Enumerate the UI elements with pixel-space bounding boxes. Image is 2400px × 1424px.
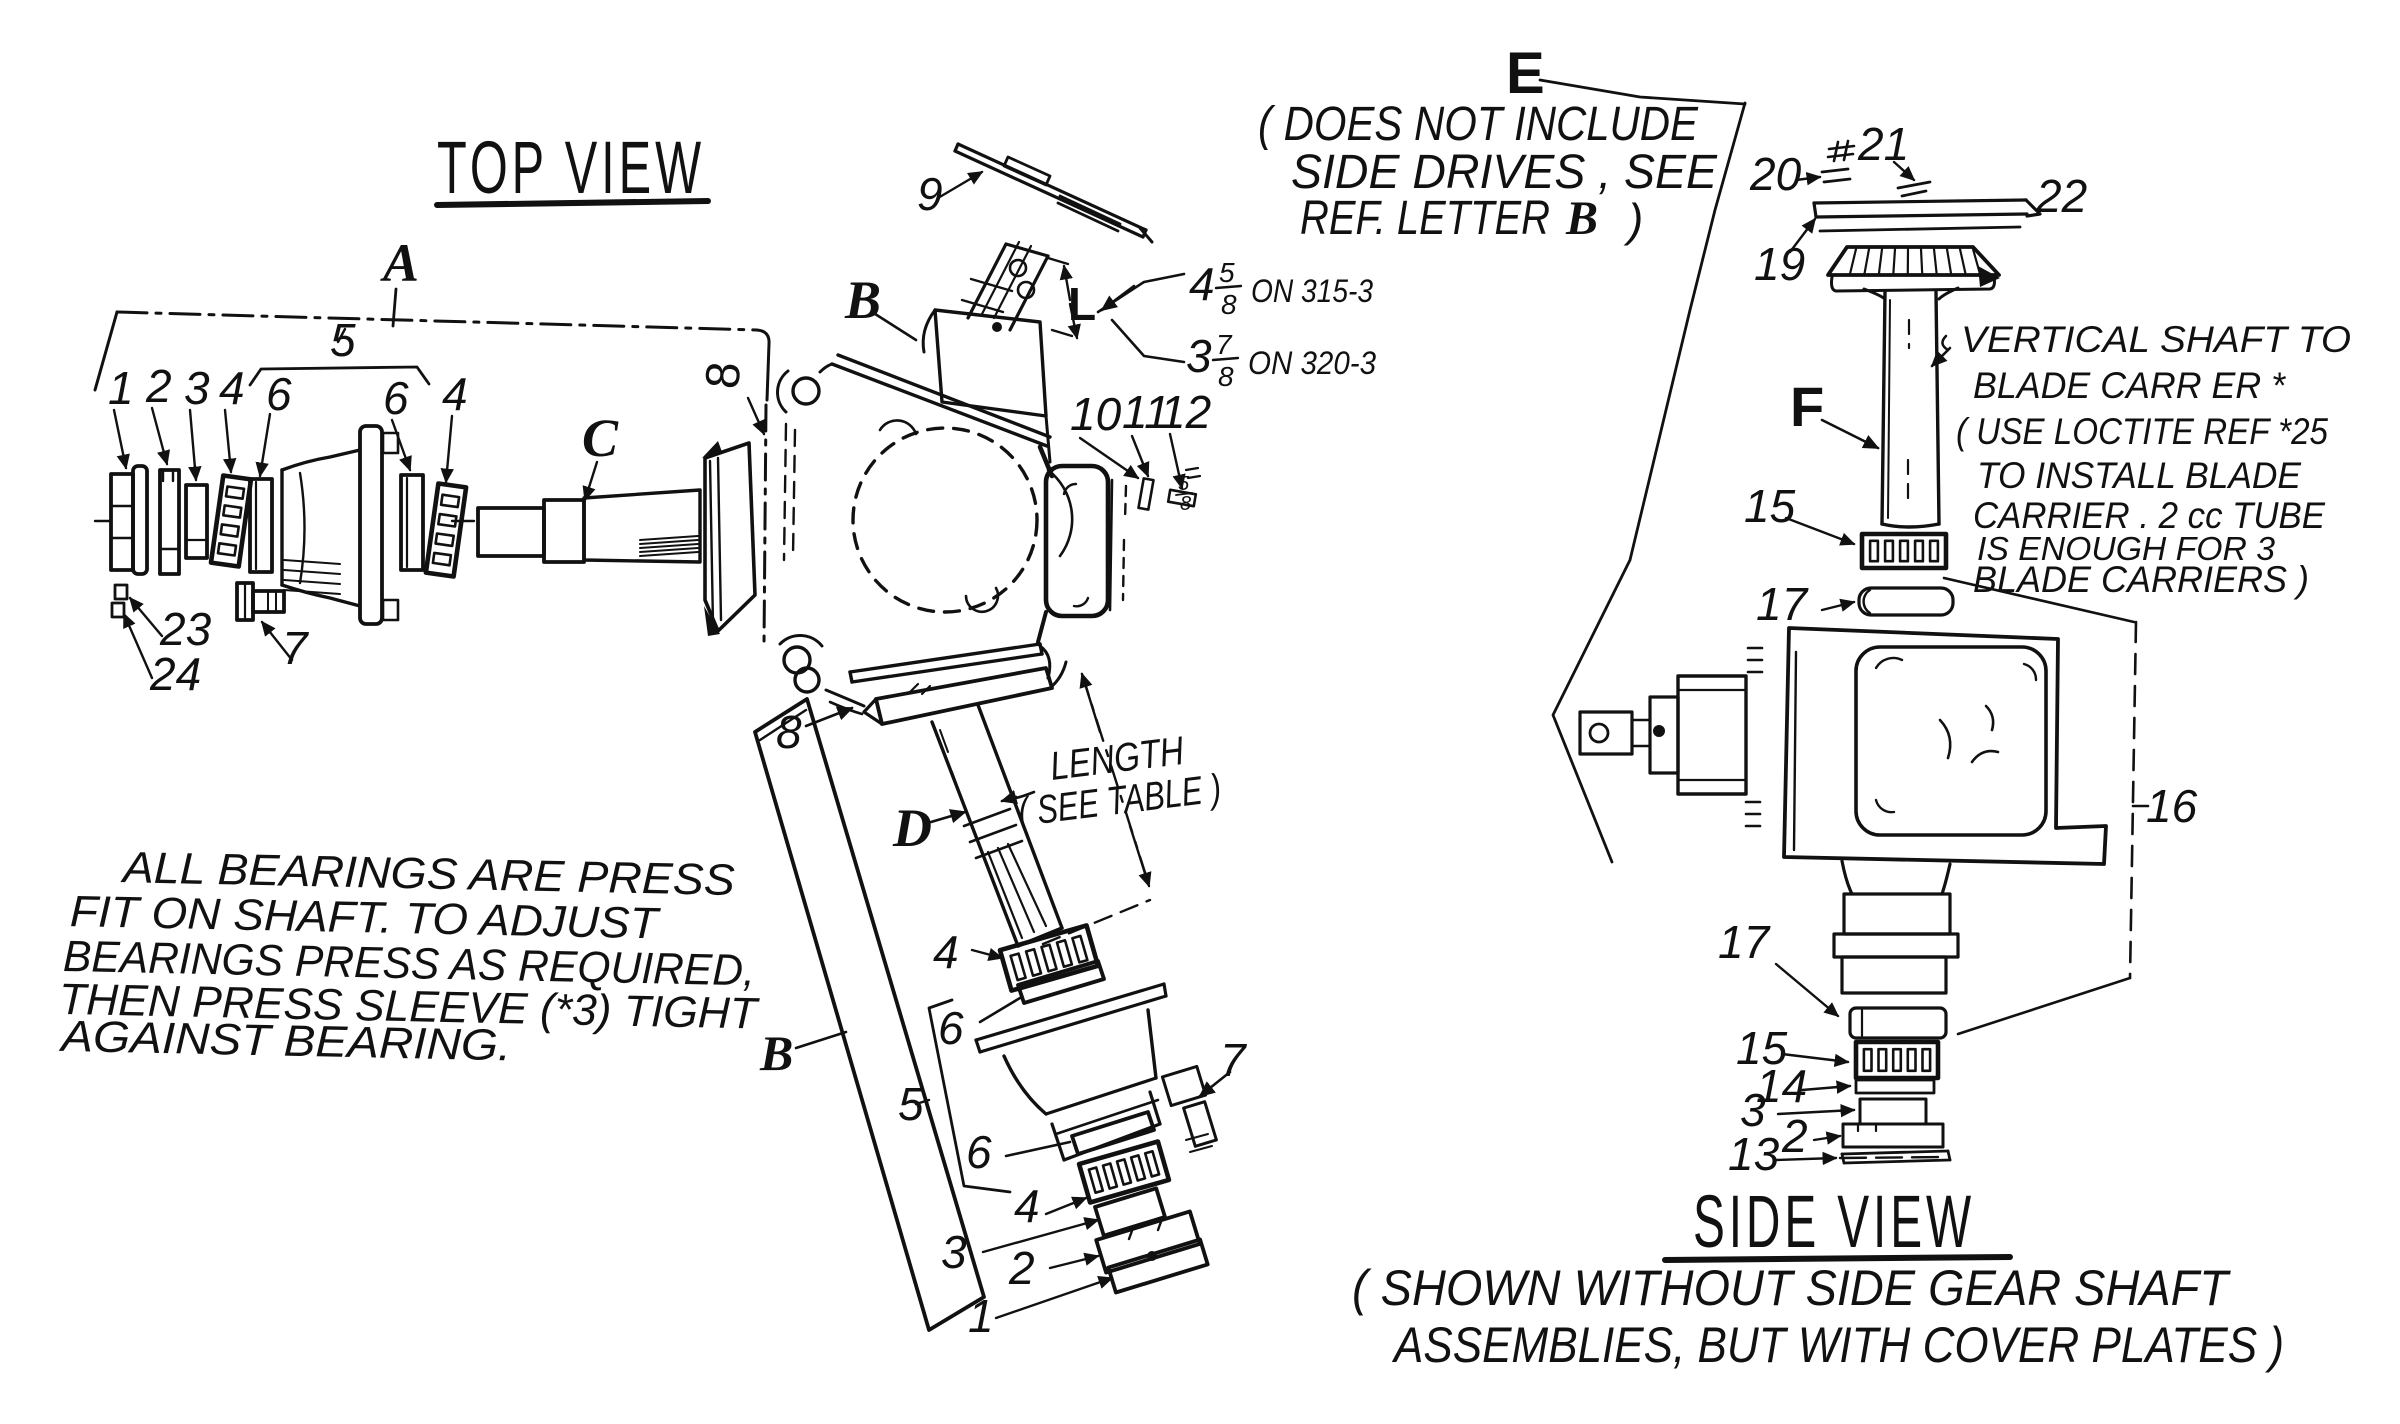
svg-text:5: 5 [330, 314, 356, 366]
svg-text:4: 4 [219, 362, 245, 414]
svg-text:8: 8 [1218, 361, 1234, 392]
svg-text:6: 6 [938, 1002, 964, 1054]
svg-text:F: F [1790, 375, 1824, 438]
svg-text:6: 6 [966, 1126, 992, 1178]
svg-text:ASSEMBLIES, BUT WITH COVER PLA: ASSEMBLIES, BUT WITH COVER PLATES ) [1391, 1317, 2284, 1373]
svg-text:3: 3 [184, 362, 210, 414]
svg-text:): ) [1623, 194, 1643, 246]
svg-text:20: 20 [1749, 148, 1802, 200]
svg-text:B: B [844, 270, 881, 330]
svg-text:6: 6 [383, 372, 409, 424]
svg-text:( SHOWN WITHOUT SIDE GEAR SHAF: ( SHOWN WITHOUT SIDE GEAR SHAFT [1352, 1260, 2231, 1316]
svg-text:13: 13 [1728, 1128, 1780, 1180]
svg-text:21: 21 [1857, 118, 1909, 170]
svg-text:22: 22 [2035, 170, 2087, 222]
svg-text:6: 6 [266, 368, 292, 420]
svg-text:7: 7 [1216, 329, 1233, 360]
svg-text:C: C [582, 408, 619, 468]
svg-text:VERTICAL SHAFT TO: VERTICAL SHAFT TO [1961, 319, 2351, 360]
svg-text:14: 14 [1756, 1060, 1807, 1112]
svg-text:5: 5 [1219, 257, 1235, 288]
svg-text:23: 23 [159, 603, 212, 655]
svg-text:7: 7 [282, 622, 309, 674]
svg-text:8: 8 [1180, 493, 1191, 515]
svg-text:SIDE VIEW: SIDE VIEW [1693, 1180, 1975, 1263]
svg-text:8: 8 [696, 360, 751, 391]
svg-text:B: B [759, 1025, 793, 1081]
svg-text:( DOES NOT INCLUDE: ( DOES NOT INCLUDE [1258, 98, 1699, 151]
svg-text:B: B [1565, 192, 1598, 245]
svg-text:TOP VIEW: TOP VIEW [437, 126, 705, 209]
svg-text:CARRIER . 2 cc TUBE: CARRIER . 2 cc TUBE [1973, 495, 2326, 536]
svg-text:AGAINST BEARING.: AGAINST BEARING. [58, 1012, 512, 1070]
svg-text:19: 19 [1754, 238, 1805, 290]
svg-text:11: 11 [1122, 386, 1170, 438]
svg-text:15: 15 [1744, 480, 1796, 532]
svg-text:8: 8 [1221, 289, 1237, 320]
svg-text:3: 3 [941, 1226, 967, 1278]
svg-text:17: 17 [1756, 578, 1809, 630]
svg-text:17: 17 [1718, 916, 1771, 968]
svg-text:BLADE CARR ER *: BLADE CARR ER * [1973, 365, 2287, 406]
svg-text:5: 5 [1178, 473, 1190, 495]
svg-text:2: 2 [145, 360, 172, 412]
svg-text:24: 24 [149, 648, 201, 700]
svg-text:4: 4 [933, 926, 959, 978]
svg-text:4: 4 [1014, 1180, 1040, 1232]
svg-text:16: 16 [2146, 780, 2198, 832]
svg-text:3: 3 [1186, 330, 1212, 382]
svg-text:ON 320-3: ON 320-3 [1248, 345, 1376, 381]
svg-text:1: 1 [108, 362, 134, 414]
svg-text:10: 10 [1070, 388, 1122, 440]
svg-text:2: 2 [1781, 1110, 1808, 1162]
svg-text:IS ENOUGH FOR 3: IS ENOUGH FOR 3 [1977, 530, 2276, 567]
svg-text:REF. LETTER: REF. LETTER [1300, 192, 1550, 245]
svg-text:L: L [1068, 278, 1096, 330]
svg-text:4: 4 [442, 368, 468, 420]
svg-text:( USE LOCTITE REF *25: ( USE LOCTITE REF *25 [1956, 411, 2328, 452]
svg-text:3: 3 [1740, 1084, 1766, 1136]
svg-text:BLADE CARRIERS ): BLADE CARRIERS ) [1973, 559, 2309, 600]
svg-text:A: A [380, 233, 419, 293]
svg-text:E: E [1506, 41, 1545, 106]
svg-text:4: 4 [1189, 258, 1215, 310]
svg-text:15: 15 [1736, 1022, 1788, 1074]
svg-text:12: 12 [1160, 386, 1211, 438]
svg-text:2: 2 [1008, 1242, 1035, 1294]
svg-text:ON 315-3: ON 315-3 [1251, 273, 1373, 309]
svg-text:TO INSTALL BLADE: TO INSTALL BLADE [1977, 455, 2302, 496]
svg-text:SIDE DRIVES , SEE: SIDE DRIVES , SEE [1291, 146, 1718, 199]
svg-text:D: D [892, 798, 932, 858]
svg-text:9: 9 [917, 168, 943, 220]
